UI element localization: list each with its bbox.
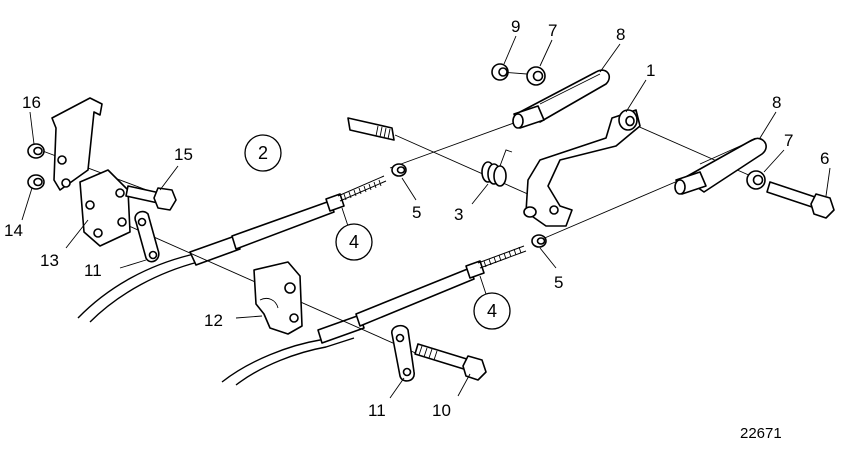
bolt-15 (125, 185, 177, 211)
link-plate-11-left (134, 210, 160, 263)
callout-7-upper: 7 (548, 21, 557, 40)
upper-cable-thread (343, 179, 382, 201)
callout-3: 3 (454, 205, 463, 224)
callout-14: 14 (4, 221, 23, 240)
figure-number: 22671 (740, 425, 782, 442)
callout-8-upper: 8 (616, 25, 625, 44)
callout-16: 16 (22, 93, 41, 112)
control-lever-1 (523, 109, 641, 227)
link-plate-11-lower (391, 324, 415, 382)
callout-7-right: 7 (784, 131, 793, 150)
bolt-6 (766, 181, 835, 219)
bolt-10 (414, 343, 487, 381)
nut-5-upper (391, 163, 407, 177)
lower-cable-thread (483, 246, 522, 268)
nut-5-lower (531, 234, 547, 248)
upper-control-cable (77, 175, 387, 323)
rod-link-8-upper (512, 69, 611, 129)
rod-link-8-right (674, 137, 767, 195)
mounting-bracket (51, 97, 131, 247)
circled-callout-2: 2 (244, 134, 282, 172)
return-spring-3 (481, 149, 513, 187)
cable-clamp-12 (253, 261, 303, 335)
callout-13: 13 (40, 251, 59, 270)
nut-9 (491, 63, 509, 81)
svg-text:4: 4 (487, 301, 497, 321)
circled-callout-4-upper: 4 (335, 223, 373, 261)
leader-lines (21, 35, 831, 399)
washer-7-upper (526, 66, 546, 86)
callout-5-upper: 5 (412, 203, 421, 222)
callout-11-left: 11 (84, 261, 102, 280)
callout-10: 10 (432, 401, 451, 420)
callout-6: 6 (820, 149, 829, 168)
lower-control-cable (221, 245, 527, 386)
washer-7-right (746, 170, 766, 190)
callout-11-lower: 11 (368, 401, 386, 420)
svg-text:2: 2 (258, 143, 268, 163)
callout-15: 15 (174, 145, 193, 164)
callout-5-lower: 5 (554, 273, 563, 292)
lever-shaft (347, 117, 395, 141)
callout-12: 12 (204, 311, 223, 330)
callout-8-right: 8 (772, 93, 781, 112)
nut-16 (27, 143, 45, 159)
circled-callout-4-lower: 4 (473, 292, 511, 330)
callout-1: 1 (646, 61, 655, 80)
svg-text:4: 4 (349, 232, 359, 252)
nut-14 (27, 174, 45, 190)
callout-9: 9 (511, 17, 520, 36)
